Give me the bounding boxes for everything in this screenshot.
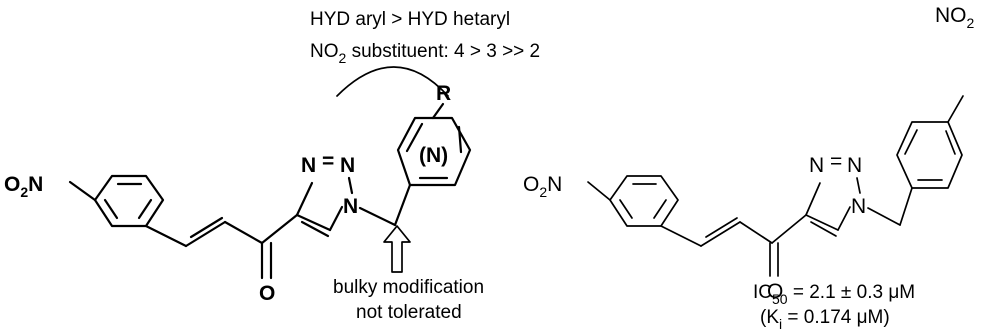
left-ring-n: (N) (419, 144, 448, 167)
right-nitro2-label: NO2 (935, 4, 975, 31)
right-triazole-n3: N (851, 195, 866, 218)
sar-note-line1: HYD aryl > HYD hetaryl (310, 9, 510, 30)
bulky-note-line2: not tolerated (356, 302, 462, 323)
right-phenyl-ring (609, 175, 679, 227)
left-nitro-label: O2N (4, 173, 43, 200)
bulky-note-line1: bulky modification (333, 277, 484, 298)
left-molecule: O2N O N = N N (4, 82, 472, 305)
right-triazole-n2: N (847, 154, 862, 177)
left-triazole-n3: N (343, 195, 358, 218)
left-triazole-eq: = (322, 150, 334, 173)
right-nitrophenyl-ring (896, 121, 963, 189)
ic50-value: IC50 = 2.1 ± 0.3 μM (753, 282, 915, 307)
right-nitro-label: O2N (523, 173, 562, 200)
right-triazole-eq: = (830, 150, 842, 173)
right-carbonyl-o: O (767, 280, 783, 303)
sar-note-line2: NO2 substituent: 4 > 3 >> 2 (310, 41, 540, 66)
right-molecule: O2N O N = N N NO2 (523, 4, 975, 303)
left-phenyl-ring (93, 174, 165, 228)
left-ring-r: R (436, 82, 451, 105)
left-hetaryl-ring (396, 116, 472, 187)
right-triazole-n1: N (809, 154, 824, 177)
ki-value: (Ki = 0.174 μM) (760, 307, 890, 332)
left-carbonyl-o: O (259, 282, 275, 305)
bulky-arrow-icon (383, 225, 411, 273)
left-triazole-n2: N (340, 154, 355, 177)
left-triazole-n1: N (301, 154, 316, 177)
sar-arc (336, 66, 449, 97)
